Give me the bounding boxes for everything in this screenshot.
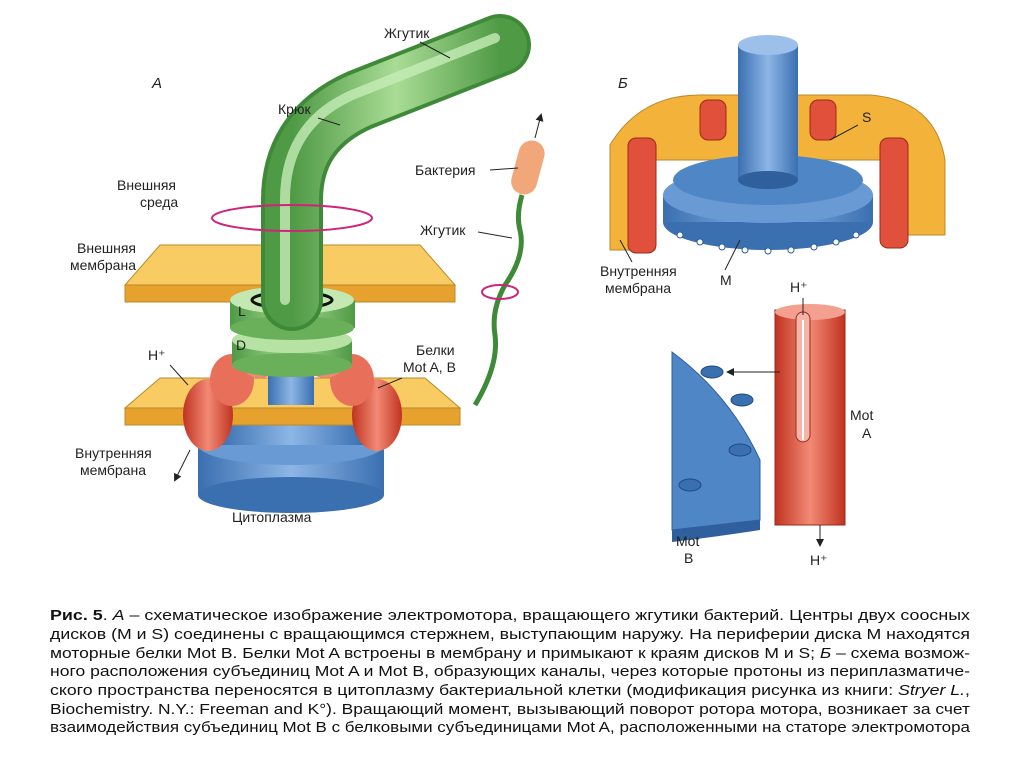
label-outer-membrane-2: мембрана: [70, 257, 136, 273]
label-disc-m: M: [720, 272, 732, 288]
label-outer-env: Внешняя: [117, 177, 176, 193]
label-mot-proteins-2: Mot A, B: [403, 359, 456, 375]
panel-a-letter: А: [151, 75, 162, 92]
leader-lines: [169, 41, 519, 389]
caption-line-1: Рис. 5. А – схематическое изображение эл…: [50, 608, 971, 624]
panel-a: А: [70, 14, 545, 525]
label-proton-in: H⁺: [790, 279, 808, 295]
label-cytoplasm: Цитоплазма: [232, 509, 312, 525]
label-ring-l: L: [238, 303, 246, 319]
label-inner-membrane-2: мембрана: [80, 462, 146, 478]
caption-line-2: дисков (M и S) соединены с вращающимся с…: [50, 627, 970, 643]
label-mot-a: Mot: [850, 407, 873, 423]
label-flagellum-small: Жгутик: [420, 222, 466, 238]
label-inner-membrane-b-2: мембрана: [605, 280, 671, 296]
label-ring-d: D: [236, 337, 246, 353]
label-bacterium: Бактерия: [415, 162, 475, 178]
caption-line-7: взаимодействия субъединиц Mot B с белков…: [50, 720, 971, 736]
label-mot-b-2: B: [684, 550, 693, 566]
caption-line-3: моторные белки Mot B. Белки Mot A встрое…: [50, 646, 970, 662]
label-proton-out: H⁺: [810, 552, 828, 568]
mot-a-channel-detail: [774, 304, 846, 526]
label-flagellum: Жгутик: [384, 25, 430, 41]
label-inner-membrane-b: Внутренняя: [600, 263, 677, 279]
panel-b: Б S M Внутренняя мембрана: [600, 35, 946, 568]
label-disc-s: S: [862, 109, 871, 125]
label-outer-membrane: Внешняя: [77, 240, 136, 256]
label-proton: H⁺: [148, 347, 166, 363]
rotation-arrow: [211, 204, 373, 232]
label-inner-membrane: Внутренняя: [75, 445, 152, 461]
caption-line-6: Biochemistry. N.Y.: Freeman and K°). Вра…: [50, 702, 970, 718]
mot-b-units: [676, 231, 860, 255]
mot-a-channels: [627, 99, 909, 254]
label-mot-proteins: Белки: [416, 342, 455, 358]
caption-line-5: ского пространства переносятся в цитопла…: [50, 683, 970, 699]
label-outer-env-2: среда: [140, 194, 178, 210]
caption-line-4: ного расположения субъединиц Mot A и Mot…: [50, 664, 970, 680]
label-mot-b: Mot: [676, 533, 699, 549]
leader-lines-b: [619, 124, 859, 271]
mot-b-units-detail: [678, 365, 754, 492]
panel-b-letter: Б: [618, 75, 628, 92]
bacterium-illustration: [472, 113, 545, 407]
label-hook: Крюк: [278, 101, 311, 117]
label-mot-a-2: A: [862, 425, 872, 441]
figure-caption: Рис. 5. А – схематическое изображение эл…: [50, 608, 971, 736]
